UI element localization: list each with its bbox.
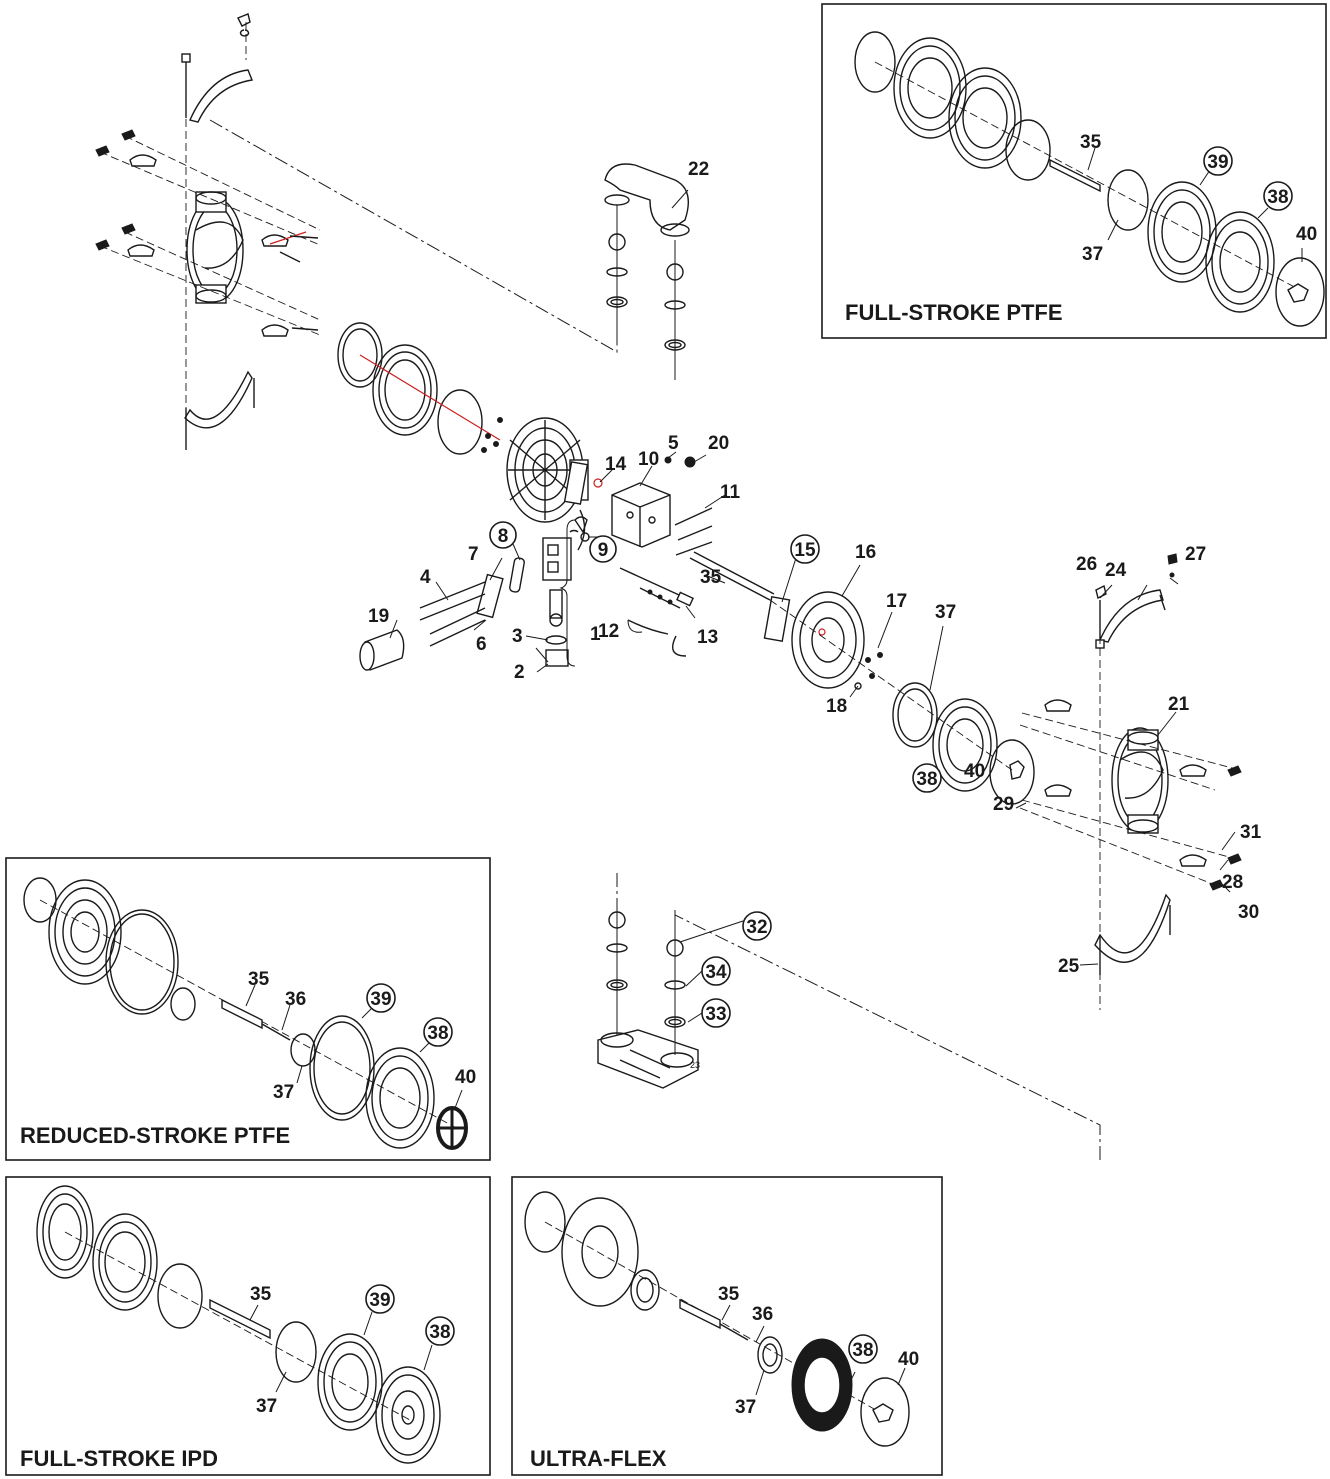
label-26: 26 — [1076, 554, 1097, 575]
label-23: 23 — [690, 1060, 700, 1070]
right-air-chamber — [791, 591, 883, 690]
label-27: 27 — [1185, 544, 1206, 565]
uf-label-35: 35 — [718, 1284, 740, 1305]
left-manifold — [186, 191, 244, 304]
label-17: 17 — [886, 591, 907, 612]
rsp-label-35: 35 — [248, 969, 270, 990]
label-40: 40 — [964, 761, 985, 782]
uf-label-40: 40 — [898, 1349, 919, 1370]
inlet-manifold — [597, 910, 699, 1089]
uf-label-37: 37 — [735, 1397, 756, 1418]
fsi-label-35: 35 — [250, 1284, 272, 1305]
label-13: 13 — [697, 627, 718, 648]
left-top-clamp — [181, 13, 253, 440]
right-diaphragm-stack — [769, 599, 1035, 805]
left-diaphragm-stack — [337, 322, 503, 455]
uf-label-38: 38 — [852, 1340, 873, 1361]
label-5: 5 — [668, 433, 679, 454]
label-16: 16 — [855, 542, 876, 563]
fsp-label-39: 39 — [1207, 152, 1228, 173]
muffler-and-cover — [359, 557, 525, 671]
label-6: 6 — [476, 634, 487, 655]
rsp-label-38: 38 — [427, 1023, 448, 1044]
fsi-label-37: 37 — [256, 1396, 277, 1417]
left-bottom-clamp — [184, 370, 255, 450]
rsp-title: REDUCED-STROKE PTFE — [20, 1123, 290, 1148]
label-20b: 20 — [708, 433, 729, 454]
uf-title: ULTRA-FLEX — [530, 1446, 667, 1471]
label-8: 8 — [498, 526, 509, 547]
rsp-label-40: 40 — [455, 1067, 476, 1088]
main-shaft — [619, 551, 775, 657]
uf-label-36: 36 — [752, 1304, 773, 1325]
label-35: 35 — [700, 567, 722, 588]
inset-ultra-flex: 35 36 37 38 40 ULTRA-FLEX — [511, 1176, 943, 1476]
label-18: 18 — [826, 696, 847, 717]
fsp-title: FULL-STROKE PTFE — [845, 300, 1063, 325]
discharge-manifold — [604, 163, 690, 380]
fsi-title: FULL-STROKE IPD — [20, 1446, 218, 1471]
fsi-label-38: 38 — [429, 1322, 450, 1343]
label-9: 9 — [598, 540, 609, 561]
rsp-label-36: 36 — [285, 989, 306, 1010]
right-clamps — [1019, 699, 1242, 891]
label-15: 15 — [794, 540, 816, 561]
leader-lines — [389, 189, 1236, 1023]
label-34: 34 — [705, 962, 727, 983]
right-bottom-clamp — [1094, 893, 1171, 975]
pilot-bracket — [559, 519, 576, 667]
label-12: 12 — [598, 621, 619, 642]
label-10: 10 — [638, 449, 659, 470]
gaskets — [563, 461, 791, 643]
fsp-label-37: 37 — [1082, 244, 1103, 265]
fsp-label-40: 40 — [1296, 224, 1317, 245]
label-1: 1 — [590, 624, 601, 645]
label-4: 4 — [420, 567, 431, 588]
part-labels: 22 5 20 20 10 14 11 35 12 13 16 17 18 37… — [368, 159, 1262, 1070]
fsp-label-38: 38 — [1267, 187, 1288, 208]
label-11: 11 — [720, 482, 741, 503]
label-25: 25 — [1058, 956, 1080, 977]
center-block — [593, 456, 713, 556]
label-14: 14 — [605, 454, 627, 475]
inset-full-stroke-ptfe: 35 37 39 38 40 FULL-STROKE PTFE — [821, 3, 1327, 339]
label-24: 24 — [1105, 560, 1127, 581]
fsp-label-35: 35 — [1080, 132, 1102, 153]
inset-full-stroke-ipd: 35 37 39 38 FULL-STROKE IPD — [5, 1176, 491, 1476]
label-21: 21 — [1168, 694, 1190, 715]
rsp-label-39: 39 — [370, 989, 391, 1010]
label-3: 3 — [512, 626, 523, 647]
pilot-assembly — [542, 509, 590, 667]
assembly-guide-line — [209, 119, 618, 353]
label-2: 2 — [514, 662, 525, 683]
circled-labels: 8 9 15 38 32 34 33 — [489, 521, 942, 1028]
fsi-label-39: 39 — [369, 1290, 390, 1311]
main-assembly: 22 5 20 20 10 14 11 35 12 13 16 17 18 37… — [95, 13, 1262, 1160]
label-33: 33 — [705, 1004, 726, 1025]
label-7: 7 — [468, 544, 479, 565]
rsp-label-37: 37 — [273, 1082, 294, 1103]
right-top-clamp — [1095, 553, 1178, 1010]
label-19: 19 — [368, 606, 389, 627]
inset-reduced-stroke-ptfe: 35 36 37 39 38 40 REDUCED-STROKE PTFE — [5, 857, 491, 1161]
label-22: 22 — [688, 159, 709, 180]
label-37: 37 — [935, 602, 956, 623]
label-32: 32 — [746, 917, 767, 938]
left-clamps — [95, 129, 321, 337]
right-manifold — [1111, 727, 1169, 834]
label-28: 28 — [1222, 872, 1243, 893]
label-38: 38 — [916, 769, 937, 790]
label-29: 29 — [993, 794, 1014, 815]
label-31: 31 — [1240, 822, 1262, 843]
label-30: 30 — [1238, 902, 1259, 923]
